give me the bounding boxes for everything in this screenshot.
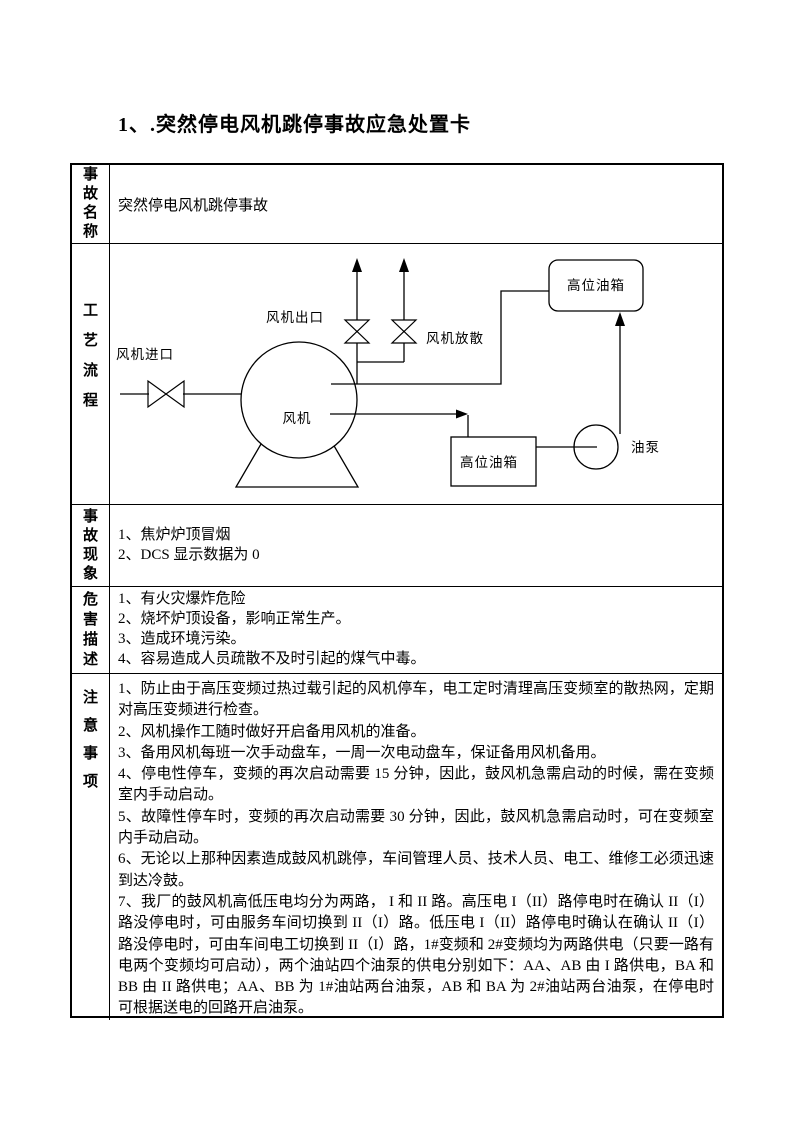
table-row-process-flow: 工艺流程 (72, 244, 722, 505)
table-row-accident-name: 事故名称 突然停电风机跳停事故 (72, 165, 722, 244)
row-header-label: 危害描述 (82, 592, 98, 668)
precaution-item: 7、我厂的鼓风机高低压电均分为两路， I 和 II 路。高压电 I（II）路停电… (118, 893, 714, 1017)
process-flow-diagram-cell (110, 244, 722, 504)
precaution-item: 4、停电性停车，变频的再次启动需要 15 分钟，因此，鼓风机急需启动的时候，需在… (118, 766, 714, 804)
phenomena-line: 1、焦炉炉顶冒烟 (118, 527, 231, 543)
accident-name-cell: 突然停电风机跳停事故 (110, 165, 722, 243)
row-header-precautions: 注意事项 (72, 674, 110, 1020)
precautions-cell: 1、防止由于高压变频过热过载引起的风机停车，电工定时清理高压变频室的散热网，定期… (110, 674, 722, 1020)
table-row-phenomena: 事故现象 1、焦炉炉顶冒烟 2、DCS 显示数据为 0 (72, 505, 722, 587)
row-header-label: 事故名称 (82, 167, 98, 240)
phenomena-cell: 1、焦炉炉顶冒烟 2、DCS 显示数据为 0 (110, 505, 722, 586)
row-header-hazard: 危害描述 (72, 587, 110, 673)
hazard-line: 2、烧坏炉顶设备，影响正常生产。 (118, 611, 351, 628)
table-row-precautions: 注意事项 1、防止由于高压变频过热过载引起的风机停车，电工定时清理高压变频室的散… (72, 674, 722, 1020)
precaution-item: 6、无论以上那种因素造成鼓风机跳停，车间管理人员、技术人员、电工、维修工必须迅速… (118, 851, 714, 889)
phenomena-line: 2、DCS 显示数据为 0 (118, 546, 260, 563)
hazard-line: 3、造成环境污染。 (118, 631, 246, 647)
document-title: 1、.突然停电风机跳停事故应急处置卡 (118, 114, 471, 136)
emergency-card-table: 事故名称 突然停电风机跳停事故 工艺流程 事故现象 1、焦炉炉顶冒烟 2、DCS… (70, 163, 724, 1020)
row-header-label: 工艺流程 (82, 303, 98, 409)
row-header-phenomena: 事故现象 (72, 505, 110, 586)
row-header-label: 事故现象 (82, 508, 98, 582)
precaution-item: 5、故障性停车时，变频的再次启动需要 30 分钟，因此，鼓风机急需启动时，可在变… (118, 808, 714, 847)
precaution-item: 2、风机操作工随时做好开启备用风机的准备。 (118, 723, 426, 740)
row-header-accident-name: 事故名称 (72, 165, 110, 243)
accident-name-text: 突然停电风机跳停事故 (118, 197, 269, 214)
hazard-line: 4、容易造成人员疏散不及时引起的煤气中毒。 (118, 650, 426, 667)
hazard-cell: 1、有火灾爆炸危险 2、烧坏炉顶设备，影响正常生产。 3、造成环境污染。 4、容… (110, 587, 722, 673)
table-row-hazard: 危害描述 1、有火灾爆炸危险 2、烧坏炉顶设备，影响正常生产。 3、造成环境污染… (72, 587, 722, 674)
row-header-process-flow: 工艺流程 (72, 244, 110, 504)
row-header-label: 注意事项 (82, 690, 98, 790)
precaution-item: 1、防止由于高压变频过热过载引起的风机停车，电工定时清理高压变频室的散热网，定期… (118, 681, 714, 719)
hazard-line: 1、有火灾爆炸危险 (118, 591, 246, 608)
precaution-item: 3、备用风机每班一次手动盘车，一周一次电动盘车，保证备用风机备用。 (118, 744, 606, 761)
